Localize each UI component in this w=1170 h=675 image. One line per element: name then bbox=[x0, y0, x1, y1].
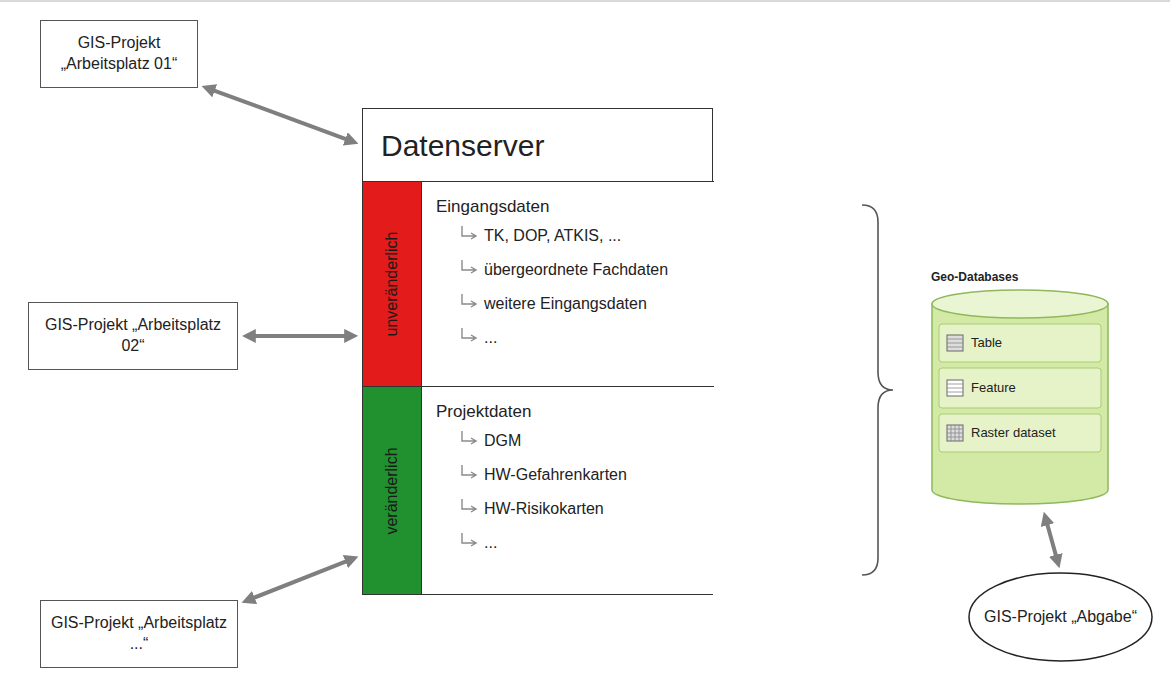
server-box: unveränderlich EingangsdatenTK, DOP, ATKI… bbox=[362, 108, 713, 595]
cylinder-shape bbox=[925, 266, 1115, 508]
data-item: HW-Gefahrenkarten bbox=[436, 458, 714, 492]
item-arrow bbox=[462, 226, 476, 239]
delivery-ellipse: GIS-Projekt „Abgabe“ bbox=[968, 572, 1153, 662]
double-arrow bbox=[253, 334, 347, 338]
item-arrow bbox=[462, 260, 476, 273]
section-heading: Projektdaten bbox=[436, 400, 714, 424]
data-section: ProjektdatenDGMHW-GefahrenkartenHW-Risik… bbox=[421, 386, 714, 594]
data-item: DGM bbox=[436, 424, 714, 458]
database-title: Geo-Databases bbox=[925, 266, 1115, 288]
layer-label: Feature bbox=[925, 368, 1115, 408]
data-section: EingangsdatenTK, DOP, ATKIS, ...übergeor… bbox=[421, 181, 714, 386]
curly-brace bbox=[862, 205, 893, 575]
section-heading: Eingangsdaten bbox=[436, 195, 714, 219]
layer-label: Raster dataset bbox=[925, 414, 1115, 452]
layer-icon bbox=[947, 425, 963, 441]
server-title: Datenserver bbox=[381, 128, 712, 164]
data-item: HW-Risikokarten bbox=[436, 492, 714, 526]
data-item: ... bbox=[436, 321, 714, 355]
cylinder-top bbox=[932, 290, 1108, 318]
data-item: weitere Eingangsdaten bbox=[436, 287, 714, 321]
item-arrow bbox=[462, 294, 476, 307]
data-item: TK, DOP, ATKIS, ... bbox=[436, 219, 714, 253]
double-arrow bbox=[212, 90, 348, 140]
status-band: veränderlich bbox=[363, 386, 421, 594]
workstation-box: GIS-Projekt „Arbeitsplatz 02“ bbox=[28, 302, 238, 370]
box-label: GIS-Projekt „Abgabe“ bbox=[984, 607, 1137, 628]
data-item: ... bbox=[436, 526, 714, 560]
layer-label: Table bbox=[925, 324, 1115, 362]
status-band: unveränderlich bbox=[363, 181, 421, 386]
item-arrow bbox=[462, 533, 476, 546]
database-cylinder: Geo-DatabasesTableFeatureRaster dataset bbox=[925, 266, 1115, 508]
workstation-box: GIS-Projekt „Arbeitsplatz 01“ bbox=[40, 20, 198, 88]
cylinder-body bbox=[932, 304, 1108, 504]
layer-band bbox=[939, 324, 1101, 362]
double-arrow bbox=[1047, 522, 1057, 557]
band-label: veränderlich bbox=[383, 447, 401, 534]
layer-icon bbox=[947, 335, 963, 351]
item-arrow bbox=[462, 499, 476, 512]
item-arrow bbox=[462, 328, 476, 341]
box-label: GIS-Projekt „Arbeitsplatz 01“ bbox=[49, 33, 189, 75]
item-arrow bbox=[462, 431, 476, 444]
top-rule bbox=[0, 0, 1170, 2]
double-arrow bbox=[252, 561, 348, 599]
ellipse-outline bbox=[969, 573, 1152, 661]
item-arrow bbox=[462, 465, 476, 478]
data-item: übergeordnete Fachdaten bbox=[436, 253, 714, 287]
workstation-box: GIS-Projekt „Arbeitsplatz ...“ bbox=[40, 600, 238, 668]
box-label: GIS-Projekt „Arbeitsplatz ...“ bbox=[49, 613, 229, 655]
box-label: GIS-Projekt „Arbeitsplatz 02“ bbox=[37, 315, 229, 357]
band-label: unveränderlich bbox=[383, 232, 401, 337]
layer-band bbox=[939, 368, 1101, 408]
layer-icon bbox=[947, 380, 963, 396]
